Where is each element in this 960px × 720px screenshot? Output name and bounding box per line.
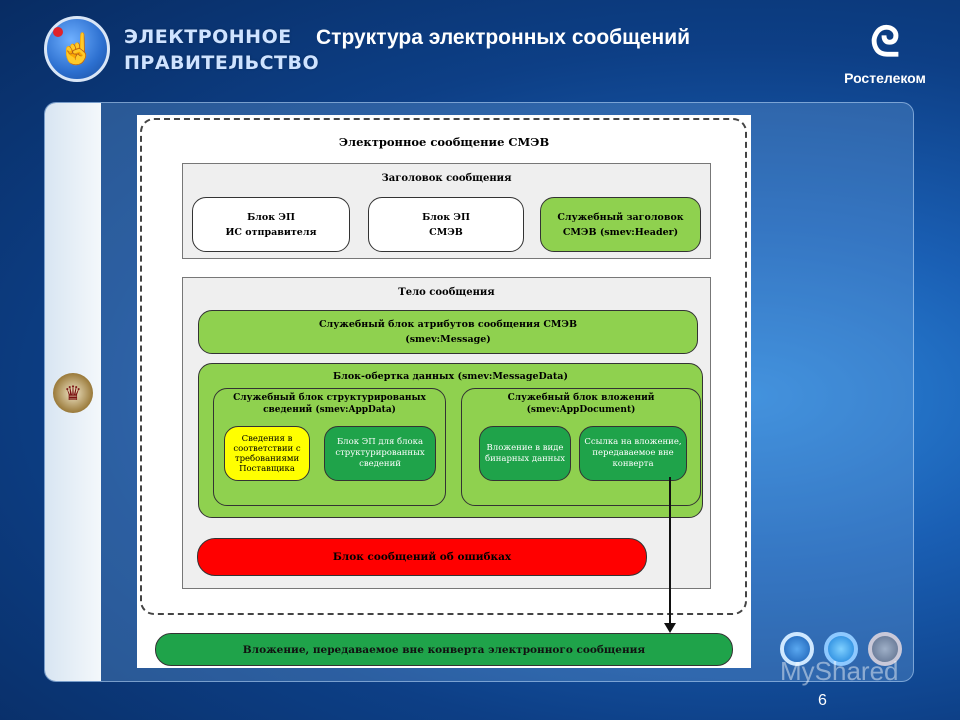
nav-circle-button-1[interactable] <box>780 632 814 666</box>
outside-attachment-label: Вложение, передаваемое вне конверта элек… <box>242 643 646 656</box>
attachment-link-label: Ссылка на вложение, передаваемое вне кон… <box>584 437 682 469</box>
error-messages-label: Блок сообщений об ошибках <box>332 551 512 563</box>
link-arrow-head-icon <box>664 623 676 633</box>
appdata-signature-block: Блок ЭП для блока структурированных свед… <box>324 426 436 481</box>
body-section-title: Тело сообщения <box>398 287 495 298</box>
diagram-title: Электронное сообщение СМЭВ <box>338 135 550 149</box>
message-body-section: Тело сообщения Служебный блок атрибутов … <box>182 277 711 589</box>
page-number: 6 <box>818 692 827 709</box>
smev-header-block: Служебный заголовок СМЭВ (smev:Header) <box>540 197 701 252</box>
smev-message-line1: Служебный блок атрибутов сообщения СМЭВ <box>318 319 578 330</box>
header-section-title: Заголовок сообщения <box>381 173 512 184</box>
nav-circle-button-3[interactable] <box>868 632 902 666</box>
slide-title: Структура электронных сообщений <box>316 26 691 49</box>
rostelecom-logo: ᘓ Ростелеком <box>830 18 940 94</box>
smev-header-line1: Служебный заголовок <box>557 211 684 223</box>
rostelecom-r-icon: ᘓ <box>870 17 900 66</box>
binary-attachment-label: Вложение в виде бинарных данных <box>484 442 566 464</box>
appdocument-line2: (smev:AppDocument) <box>526 405 636 415</box>
logo-line-1: ЭЛЕКТРОННОЕ <box>124 26 292 48</box>
attachment-link-block: Ссылка на вложение, передаваемое вне кон… <box>579 426 687 481</box>
appdata-signature-label: Блок ЭП для блока структурированных свед… <box>335 437 425 469</box>
hand-click-icon: ☝ <box>44 16 110 82</box>
smev-header-line2: СМЭВ (smev:Header) <box>562 226 679 238</box>
sender-signature-line1: Блок ЭП <box>247 211 295 223</box>
link-arrow-line <box>669 477 671 627</box>
supplier-requirements-label: Сведения в соответствии с требованиями П… <box>233 433 301 474</box>
logo-text: ЭЛЕКТРОННОЕ ПРАВИТЕЛЬСТВО <box>124 24 319 76</box>
rostelecom-label: Ростелеком <box>844 70 926 86</box>
outside-attachment-block: Вложение, передаваемое вне конверта элек… <box>155 633 733 666</box>
binary-attachment-block: Вложение в виде бинарных данных <box>479 426 571 481</box>
smev-signature-line2: СМЭВ <box>429 226 463 238</box>
appdata-line1: Служебный блок структурированых <box>233 393 426 403</box>
envelope-dashed-border <box>140 118 747 615</box>
error-messages-block: Блок сообщений об ошибках <box>197 538 647 576</box>
supplier-requirements-data: Сведения в соответствии с требованиями П… <box>224 426 310 481</box>
smev-message-line2: (smev:Message) <box>405 334 491 345</box>
smev-signature-block: Блок ЭП СМЭВ <box>368 197 524 252</box>
logo-line-2: ПРАВИТЕЛЬСТВО <box>124 52 320 74</box>
smev-signature-line1: Блок ЭП <box>422 211 470 223</box>
russian-coat-of-arms-icon: ♛ <box>53 373 93 413</box>
sender-signature-block: Блок ЭП ИС отправителя <box>192 197 350 252</box>
watermark-text: MyShared <box>780 656 899 686</box>
electronic-government-logo: ☝ ЭЛЕКТРОННОЕ ПРАВИТЕЛЬСТВО <box>40 14 319 88</box>
appdata-line2: сведений (smev:AppData) <box>263 405 396 415</box>
message-header-section: Заголовок сообщения Блок ЭП ИС отправите… <box>182 163 711 259</box>
sender-signature-line2: ИС отправителя <box>225 226 317 238</box>
smev-structure-diagram: Электронное сообщение СМЭВ Заголовок соо… <box>137 115 751 668</box>
message-data-title: Блок-обертка данных (smev:MessageData) <box>333 371 568 382</box>
smev-message-block: Служебный блок атрибутов сообщения СМЭВ … <box>198 310 698 354</box>
appdocument-line1: Служебный блок вложений <box>507 393 655 403</box>
side-strip: ♛ <box>45 103 101 681</box>
nav-circle-button-2[interactable] <box>824 632 858 666</box>
red-dot-mark <box>53 27 63 37</box>
